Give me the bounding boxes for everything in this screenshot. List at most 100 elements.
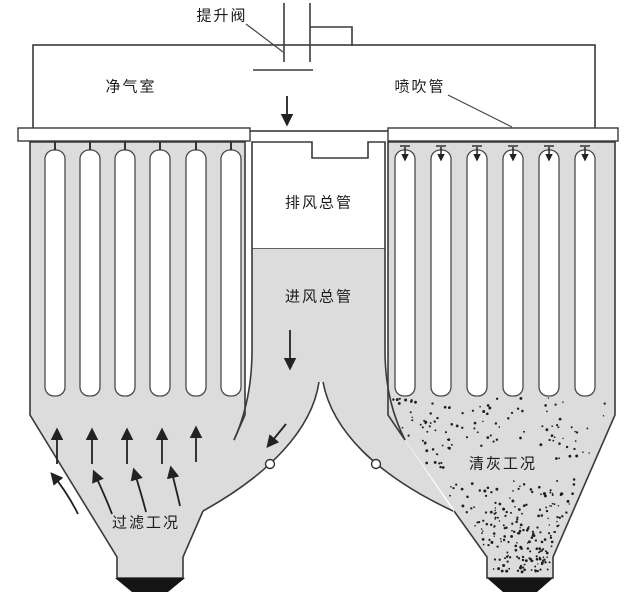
filter-bag [220,149,242,397]
blow-pipe-label: 喷吹管 [394,77,446,96]
dust-dot [433,460,437,464]
dust-dot [461,504,465,508]
dust-dot [473,421,477,425]
dust-dot [527,540,531,544]
dust-dot [504,557,507,560]
dust-dot [562,437,564,440]
dust-dot [530,536,534,539]
dust-dot [545,506,548,509]
dust-dot [531,559,534,562]
dust-dot [493,558,497,561]
dust-dot [573,447,576,451]
dust-dot [414,400,417,404]
dust-dot [546,568,549,571]
dust-dot [582,451,584,453]
dust-dot [516,532,519,535]
dust-dot [443,405,447,409]
dust-dot [575,431,579,434]
dust-dot [499,538,502,540]
dust-dot [602,415,605,417]
outlet-pipe [253,3,353,71]
dust-dot [490,491,493,494]
dust-dot [543,494,547,498]
dust-dot [516,407,520,410]
dust-dot [407,434,410,437]
dust-dot [486,404,490,407]
inlet-main-duct-label: 进风总管 [284,287,354,306]
dust-dot [516,541,518,544]
dust-dot [558,417,562,421]
dust-dot [519,564,523,568]
dust-dot [425,461,429,465]
dust-dot [555,457,558,460]
dust-dot [540,493,542,496]
dust-dot [505,526,508,530]
dust-dot [482,410,486,413]
dust-dot [545,428,549,432]
dust-dot [450,485,452,488]
dust-dot [433,420,436,423]
dust-dot [478,489,482,492]
dust-dot [431,402,434,405]
dust-dot [550,505,553,507]
dust-dot [517,487,520,490]
dust-dot [447,438,451,441]
dust-dot [398,397,401,400]
dust-dot [522,528,525,532]
dust-dot [494,422,498,425]
dust-dot [549,505,551,507]
dust-dot [410,399,413,402]
dust-dot [510,511,512,514]
dust-dot [562,401,564,403]
dust-dot [419,423,422,426]
dust-dot [482,530,484,532]
filter-bag [574,149,596,397]
dust-dot [508,567,511,570]
dust-dot [473,506,475,508]
dust-dot [434,429,437,432]
dust-dot [568,503,570,505]
dust-dot [486,436,490,439]
dust-dot [441,466,445,469]
dust-dot [482,543,485,546]
dust-dot [553,531,555,533]
dust-dot [516,518,519,521]
dust-dot [586,427,589,430]
dust-dot [535,557,539,561]
dust-dot [506,551,509,554]
dust-dot [502,564,506,567]
dust-dot [548,524,551,526]
dust-dot [548,438,551,442]
dust-dot [502,524,505,527]
dust-dot [519,485,521,488]
dust-dot [539,568,542,571]
curved-up-arrow-icon [130,467,147,513]
dust-dot [540,514,544,517]
dust-dot [526,542,529,544]
dust-dot [549,489,552,492]
dust-dot [401,426,404,429]
dust-dot [439,465,442,469]
dust-dot [449,494,451,497]
dust-dot [565,511,568,514]
dust-dot [546,410,548,413]
dust-dot [481,532,483,534]
dust-dot [572,478,576,481]
filter-bag [79,149,101,397]
dust-dot [525,503,528,506]
dust-dot [505,555,509,558]
dust-dot [450,423,454,426]
filter-bag [44,149,66,397]
dust-dot [460,487,464,491]
dust-dot [531,530,534,533]
dust-dot [455,483,458,486]
dust-dot [521,558,525,562]
dust-dot [565,445,569,449]
dust-dot [411,419,414,422]
dust-dot [545,551,549,555]
dust-dot [544,404,547,407]
dust-dot [537,563,539,565]
dust-dot [519,436,522,440]
dust-dot [553,436,556,439]
